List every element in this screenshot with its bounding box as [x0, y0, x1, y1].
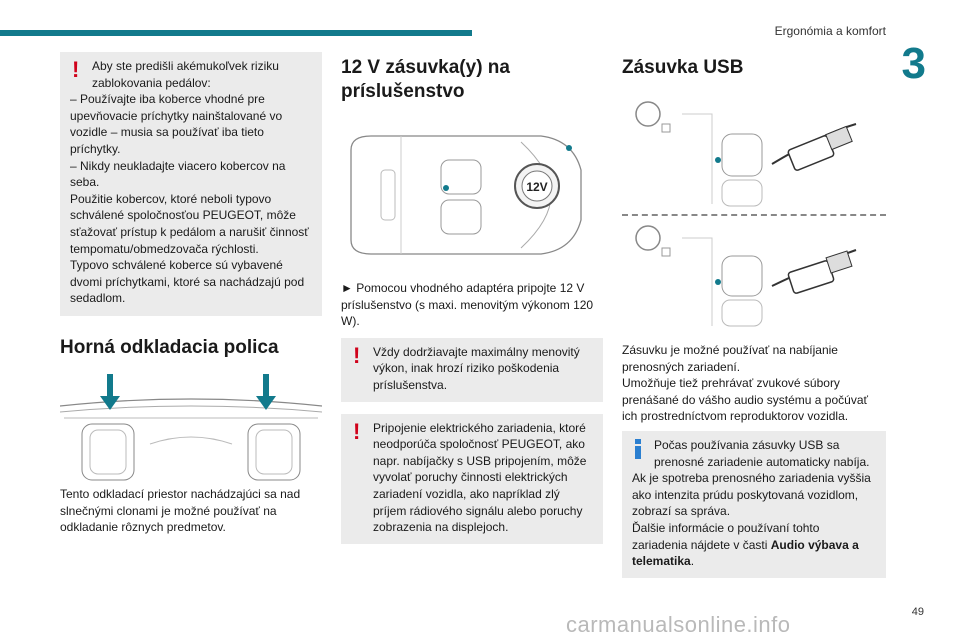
usb-illustration-2 — [622, 220, 886, 332]
12v-socket-illustration: 12V — [341, 130, 603, 280]
section-title: Ergonómia a komfort — [774, 24, 886, 38]
info-ref-link: Audio výbava a telematika — [632, 537, 859, 569]
warning-exclamation-icon: ! — [353, 342, 361, 368]
warning-exclamation-icon: ! — [353, 418, 361, 444]
heading-12v-socket: 12 V zásuvka(y) na príslušenstvo — [341, 57, 510, 102]
warning-text: Vždy dodržiavajte maximálny menovitý výk… — [373, 344, 580, 392]
chapter-number: 3 — [901, 39, 926, 88]
usb-front-view — [635, 101, 857, 207]
figure-divider — [622, 214, 886, 216]
warning-box-pedals: ! Aby ste predišli akémukoľvek riziku za… — [60, 52, 322, 316]
info-line: Ďalšie informácie o používaní tohto zari… — [632, 520, 876, 570]
usb-illustration-1 — [622, 94, 886, 212]
usb-text: Zásuvku je možné používať na nabíjanie p… — [622, 343, 838, 374]
warning-line: Typovo schválené koberce sú vybavené dvo… — [70, 258, 305, 306]
socket-12v-label: 12V — [526, 180, 547, 194]
warning-box-devices: ! Pripojenie elektrického zariadenia, kt… — [341, 413, 603, 544]
warning-exclamation-icon: ! — [72, 57, 80, 82]
info-ref-prefix: Ďalšie informácie o používaní tohto zari… — [632, 520, 820, 552]
upper-shelf-illustration — [59, 373, 323, 486]
info-box-usb: Počas používania zásuvky USB sa prenosné… — [622, 430, 886, 578]
warning-box-rating: ! Vždy dodržiavajte maximálny menovitý v… — [341, 337, 603, 402]
info-icon — [634, 438, 642, 459]
watermark: carmanualsonline.info — [566, 612, 791, 637]
upper-shelf-text: Tento odkladací priestor nachádzajúci sa… — [60, 486, 301, 535]
warning-line: Aby ste predišli akémukoľvek riziku zabl… — [92, 59, 279, 90]
header-accent-bar — [0, 30, 472, 36]
warning-line: Použitie kobercov, ktoré neboli typovo s… — [70, 191, 309, 256]
heading-usb-socket: Zásuvka USB — [622, 57, 744, 78]
shelf-diagram — [59, 373, 323, 481]
warning-text: Pripojenie elektrického zariadenia, ktor… — [373, 420, 587, 535]
info-line: Počas používania zásuvky USB sa prenosné… — [654, 437, 870, 469]
page-number: 49 — [911, 606, 924, 618]
usb-console-view — [635, 225, 857, 327]
column-2: 12 V zásuvka(y) na príslušenstvo 12V ► P… — [341, 52, 603, 556]
12v-instruction: ► Pomocou vhodného adaptéra pripojte 12 … — [341, 281, 594, 329]
heading-upper-shelf: Horná odkladacia polica — [60, 336, 279, 358]
usb-text: Umožňuje tiež prehrávať zvukové súbory p… — [622, 376, 868, 424]
info-ref-suffix: . — [690, 554, 695, 569]
info-line: Ak je spotreba prenosného zariadenia vyš… — [632, 471, 871, 519]
warning-line: – Používajte iba koberce vhodné pre upev… — [70, 92, 283, 156]
van-top-view: 12V — [350, 135, 582, 255]
warning-line: – Nikdy neukladajte viacero kobercov na … — [70, 158, 286, 190]
column-1: ! Aby ste predišli akémukoľvek riziku za… — [59, 52, 323, 536]
column-3: Zásuvka USB Zásuvku je možné používať — [622, 52, 886, 590]
